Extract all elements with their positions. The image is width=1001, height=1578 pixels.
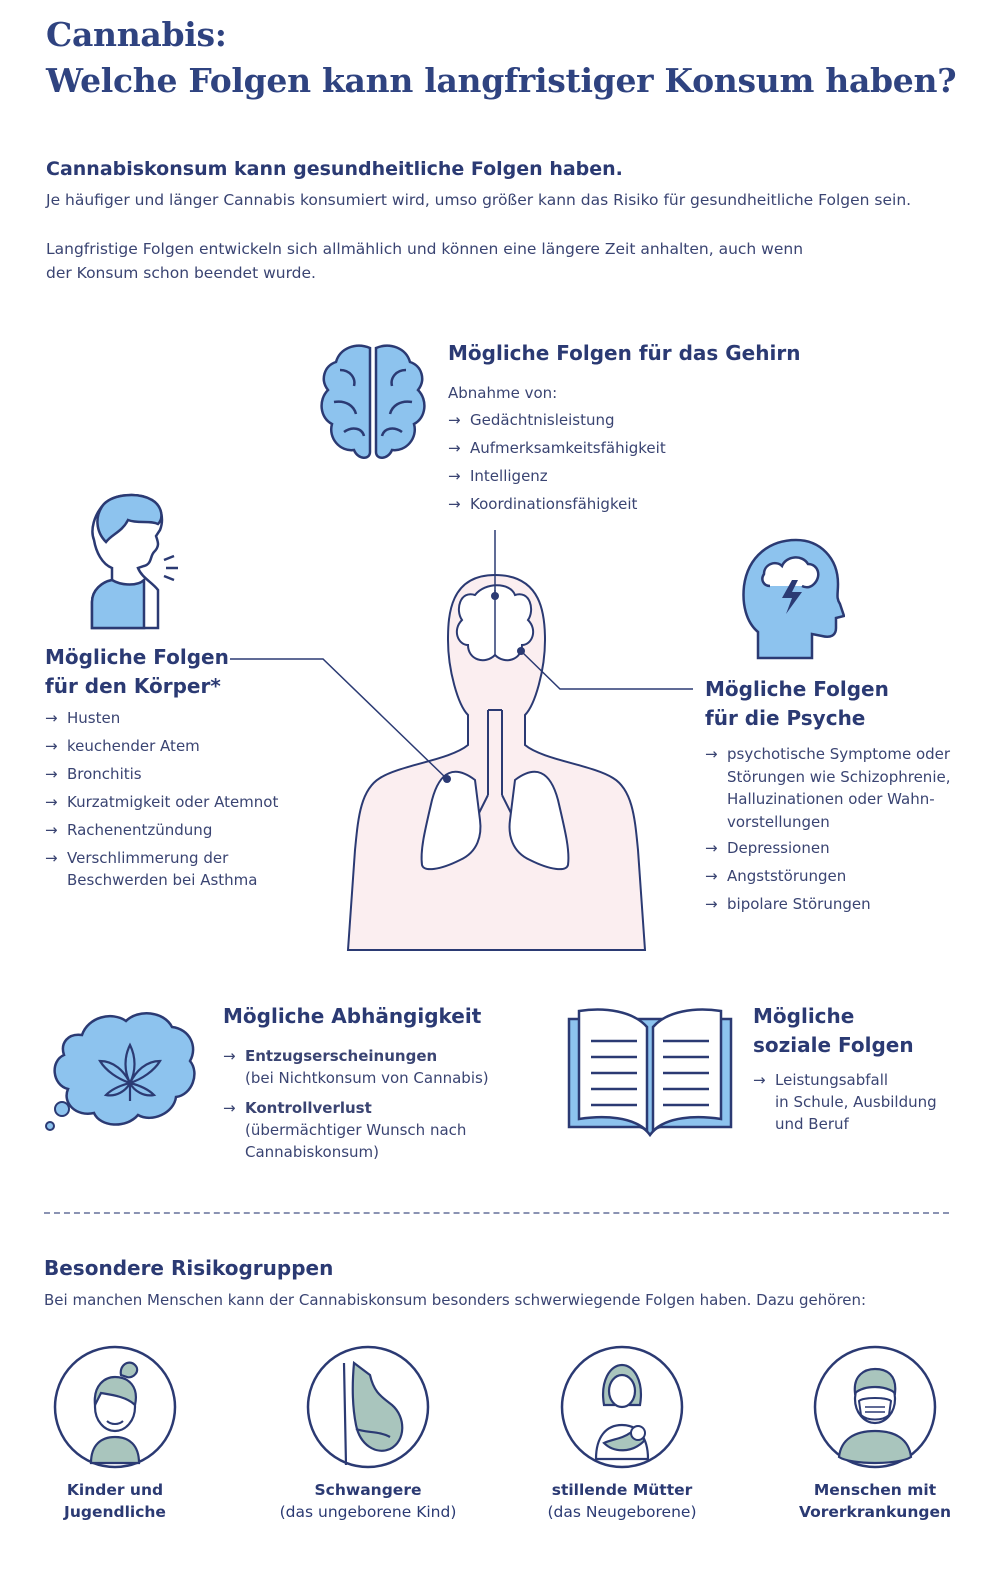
body-title: Mögliche Folgen für den Körper*: [45, 643, 229, 701]
risk-group-label-nursing: stillende Mütter (das Neugeborene): [547, 1481, 697, 1521]
risk-group-label-children: Kinder und Jugendliche: [64, 1481, 166, 1521]
dependency-title: Mögliche Abhängigkeit: [223, 1004, 482, 1028]
human-torso-illustration: [346, 573, 647, 951]
left-lung: [420, 770, 482, 871]
psyche-title: Mögliche Folgen für die Psyche: [705, 675, 889, 733]
social-title-line-1: Mögliche: [753, 1004, 855, 1028]
brain-list-item: →Intelligenz: [448, 467, 548, 485]
nursing-mother-icon: [560, 1345, 684, 1469]
thought-cloud-leaf-icon: [45, 1012, 196, 1131]
right-lung: [508, 770, 570, 871]
risk-group-label-pregnant: Schwangere (das ungeborene Kind): [279, 1481, 457, 1521]
brain-title: Mögliche Folgen für das Gehirn: [448, 341, 801, 365]
intro-paragraph-1: Je häufiger und länger Cannabis konsumie…: [46, 191, 912, 209]
child-icon: [53, 1345, 177, 1469]
brain-list: →Gedächtnisleistung →Aufmerksamkeitsfähi…: [448, 409, 666, 515]
brain-list-item: →Aufmerksamkeitsfähigkeit: [448, 439, 666, 457]
brain-list-item: →Koordinationsfähigkeit: [448, 495, 638, 513]
psyche-list-item: →Angststörungen: [705, 867, 847, 885]
section-divider: [44, 1212, 949, 1214]
body-list-item: →Bronchitis: [45, 765, 142, 783]
psyche-list-item: →bipolare Störungen: [705, 895, 871, 913]
body-list-item: →Husten: [45, 709, 121, 727]
trachea: [487, 709, 503, 795]
brain-list-item: →Gedächtnisleistung: [448, 411, 615, 429]
intro-heading: Cannabiskonsum kann gesundheitliche Folg…: [46, 158, 623, 180]
brain-icon: [320, 344, 426, 459]
body-list-item: →Rachenentzündung: [45, 821, 213, 839]
body-title-line-2: für den Körper*: [45, 674, 221, 698]
risk-group-label-preexisting: Menschen mit Vorerkrankungen: [798, 1481, 952, 1521]
body-list-item: →keuchender Atem: [45, 737, 200, 755]
pregnant-woman-icon: [306, 1345, 430, 1469]
intro-paragraph-2-line-2: der Konsum schon beendet wurde.: [46, 264, 316, 282]
page-title: Cannabis: Welche Folgen kann langfristig…: [46, 12, 957, 104]
brain-lead: Abnahme von:: [448, 384, 558, 402]
head-storm-icon: [742, 538, 845, 660]
social-title-line-2: soziale Folgen: [753, 1033, 914, 1057]
person-with-mask-icon: [813, 1345, 937, 1469]
psyche-list-item: →Depressionen: [705, 839, 830, 857]
body-list: →Husten →keuchender Atem →Bronchitis →Ku…: [45, 707, 305, 891]
open-book-icon: [567, 1008, 733, 1138]
risk-text: Bei manchen Menschen kann der Cannabisko…: [44, 1291, 867, 1309]
risk-heading: Besondere Risikogruppen: [44, 1256, 334, 1280]
dependency-list-item: →Kontrollverlust(übermächtiger Wunsch na…: [223, 1099, 467, 1161]
dependency-list-item: →Entzugserscheinungen(bei Nichtkonsum vo…: [223, 1047, 489, 1087]
body-list-item: →Kurzatmigkeit oder Atemnot: [45, 793, 279, 811]
body-title-line-1: Mögliche Folgen: [45, 645, 229, 669]
psyche-title-line-1: Mögliche Folgen: [705, 677, 889, 701]
coughing-person-icon: [90, 493, 178, 630]
dependency-list: →Entzugserscheinungen(bei Nichtkonsum vo…: [223, 1045, 523, 1163]
title-line-1: Cannabis:: [46, 15, 227, 54]
psyche-title-line-2: für die Psyche: [705, 706, 866, 730]
social-title: Mögliche soziale Folgen: [753, 1002, 914, 1060]
title-line-2: Welche Folgen kann langfristiger Konsum …: [46, 61, 957, 100]
intro-paragraph-2-line-1: Langfristige Folgen entwickeln sich allm…: [46, 240, 804, 258]
